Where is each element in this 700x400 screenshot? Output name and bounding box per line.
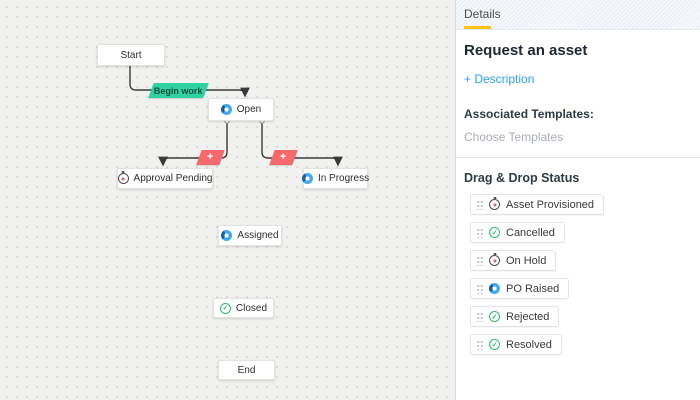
node-label: Assigned (237, 230, 279, 241)
active-tab-indicator (464, 26, 491, 29)
status-label: Rejected (506, 310, 550, 323)
transition-begin-work[interactable]: Begin work (148, 83, 209, 98)
status-label: Cancelled (506, 226, 555, 239)
node-label: End (237, 364, 256, 376)
on-hold-status-icon (489, 255, 500, 266)
status-label: On Hold (506, 254, 547, 267)
associated-templates-label: Associated Templates: (464, 107, 594, 121)
panel-body: Request an asset + Description Associate… (456, 30, 700, 362)
choose-templates-field[interactable]: Choose Templates (464, 130, 564, 144)
node-in-progress[interactable]: In Progress (301, 168, 370, 189)
status-label: Asset Provisioned (506, 198, 595, 211)
node-open[interactable]: Open (208, 98, 274, 121)
drag-handle-icon[interactable] (476, 255, 483, 266)
connector-lines (129, 66, 343, 167)
in-progress-status-icon (220, 104, 232, 115)
details-panel: Details Request an asset + Description A… (455, 0, 700, 400)
drag-handle-icon[interactable] (476, 283, 483, 294)
panel-tabbar: Details (456, 0, 700, 30)
tab-details[interactable]: Details (464, 7, 501, 21)
check-status-icon (489, 339, 500, 350)
drag-handle-icon[interactable] (476, 199, 483, 210)
in-progress-status-icon (489, 283, 500, 294)
status-item-po-raised[interactable]: PO Raised (470, 278, 570, 299)
node-end[interactable]: End (218, 360, 275, 380)
status-item-resolved[interactable]: Resolved (470, 334, 562, 355)
node-label: Start (120, 49, 142, 61)
node-label: In Progress (317, 173, 370, 184)
section-divider (456, 157, 700, 158)
drag-handle-icon[interactable] (476, 339, 483, 350)
status-label: PO Raised (506, 282, 560, 295)
status-item-rejected[interactable]: Rejected (470, 306, 560, 327)
node-approval-pending[interactable]: Approval Pending (117, 168, 213, 189)
workflow-canvas[interactable]: Begin work + + Start Open Approval Pendi… (0, 0, 455, 400)
node-start[interactable]: Start (97, 44, 165, 66)
check-status-icon (219, 302, 231, 314)
node-label: Approval Pending (133, 173, 213, 184)
in-progress-status-icon (221, 230, 233, 241)
drag-handle-icon[interactable] (476, 311, 483, 322)
node-label: Closed (235, 302, 268, 314)
transition-label: Begin work (154, 85, 203, 96)
status-item-asset-provisioned[interactable]: Asset Provisioned (470, 194, 605, 215)
workflow-title: Request an asset (464, 42, 588, 59)
on-hold-status-icon (489, 199, 500, 210)
drag-handle-icon[interactable] (476, 227, 483, 238)
check-status-icon (489, 227, 500, 238)
status-item-on-hold[interactable]: On Hold (470, 250, 557, 271)
status-list: Asset Provisioned Cancelled On Hold PO R… (470, 194, 690, 362)
node-label: Open (236, 104, 262, 115)
status-label: Resolved (506, 338, 552, 351)
on-hold-status-icon (117, 173, 129, 184)
in-progress-status-icon (301, 173, 313, 184)
add-description-link[interactable]: + Description (464, 72, 535, 86)
drag-drop-status-heading: Drag & Drop Status (464, 171, 580, 185)
node-assigned[interactable]: Assigned (218, 225, 282, 246)
check-status-icon (489, 311, 500, 322)
connector-open-approval-pending[interactable] (158, 121, 228, 167)
node-closed[interactable]: Closed (213, 298, 274, 318)
plus-icon: + (280, 151, 287, 163)
plus-icon: + (207, 151, 214, 163)
connector-open-in-progress[interactable] (261, 121, 343, 167)
status-item-cancelled[interactable]: Cancelled (470, 222, 565, 243)
